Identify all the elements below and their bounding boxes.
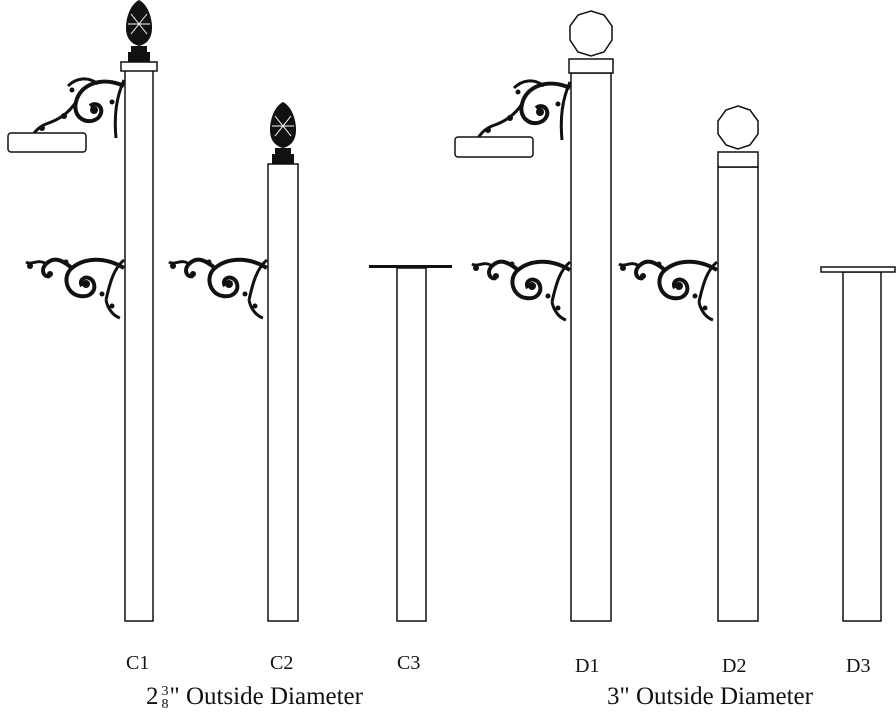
post-label-d1: D1 xyxy=(575,655,600,677)
ball-finial-d1 xyxy=(569,10,613,57)
fraction-numerator: 3 xyxy=(161,684,169,700)
post-d2 xyxy=(617,105,759,622)
post-c3 xyxy=(369,265,452,622)
post-label-d2: D2 xyxy=(722,655,747,677)
post-label-c3: C3 xyxy=(397,652,421,674)
post-label-c2: C2 xyxy=(270,652,294,674)
sign-plate-d1 xyxy=(454,136,534,158)
ball-finial-d2 xyxy=(717,105,759,150)
caption-left-text: " Outside Diameter xyxy=(169,683,363,710)
post-label-d3: D3 xyxy=(846,655,871,677)
post-c2 xyxy=(167,101,299,622)
caption-right: 3" Outside Diameter xyxy=(607,683,813,710)
post-d1 xyxy=(454,10,614,622)
caption-left-whole: 2 xyxy=(146,683,159,710)
sign-plate-c1 xyxy=(7,132,87,153)
post-d3 xyxy=(820,266,896,622)
fraction-denominator: 8 xyxy=(161,697,169,713)
post-label-c1: C1 xyxy=(126,652,150,674)
post-c1 xyxy=(7,0,158,622)
